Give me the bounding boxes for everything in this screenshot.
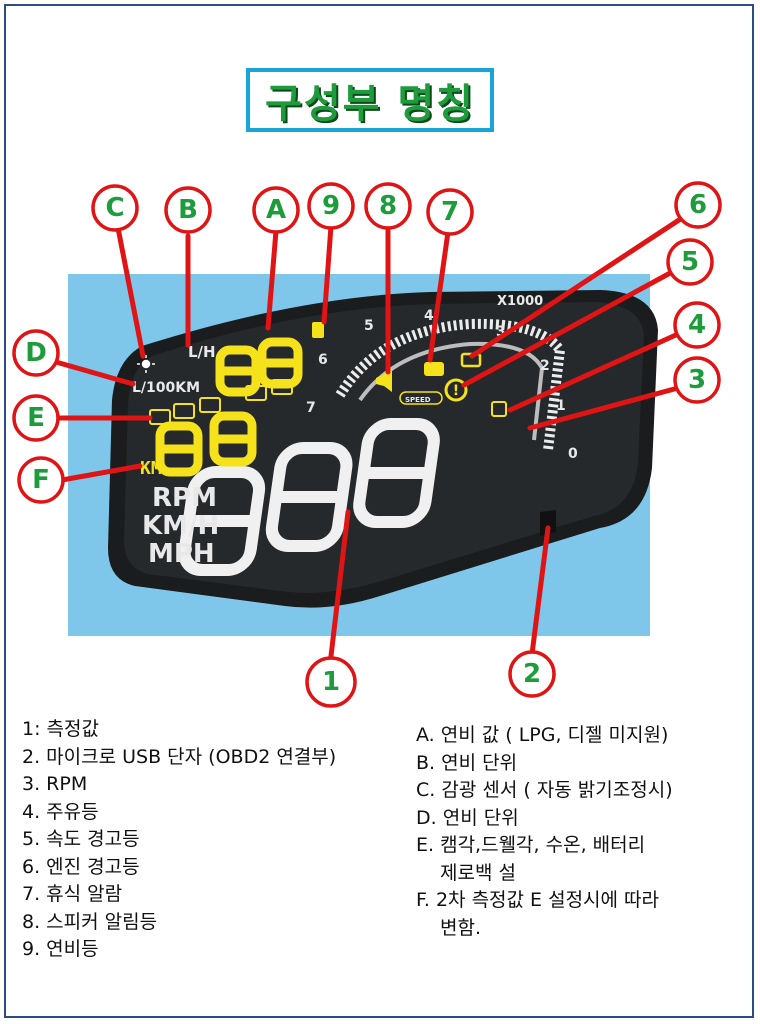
page-frame	[4, 4, 754, 1018]
rpm-tick-3: 3	[496, 324, 506, 340]
legend-item-E: E. 캠각,드웰각, 수온, 배터리	[416, 834, 646, 856]
svg-text:7: 7	[441, 197, 459, 227]
unit-mph: MPH	[148, 539, 215, 569]
unit-kmh: KM/H	[142, 511, 219, 541]
callout-7: 7	[426, 188, 474, 236]
unit-rpm: RPM	[152, 483, 217, 513]
rpm-tick-6: 6	[318, 352, 328, 368]
callout-3: 3	[673, 356, 721, 404]
legend-item-B: B. 연비 단위	[416, 751, 518, 774]
rpm-tick-0: 0	[568, 446, 578, 462]
legend-item-9: 9. 연비등	[22, 938, 99, 960]
speed-label: SPEED	[405, 396, 431, 404]
rpm-tick-2: 2	[540, 358, 550, 374]
svg-text:8: 8	[379, 191, 397, 221]
unit-km: KM	[140, 458, 162, 479]
callout-F: F	[17, 456, 65, 504]
svg-text:5: 5	[681, 247, 699, 277]
legend-item-4: 4. 주유등	[22, 800, 99, 823]
rpm-tick-1: 1	[556, 398, 566, 414]
callout-1: 1	[305, 656, 357, 708]
svg-text:A: A	[266, 195, 286, 225]
legend-item-A: A. 연비 값 ( LPG, 디젤 미지원)	[416, 724, 669, 746]
x1000-label: X1000	[497, 294, 543, 309]
legend-item-5: 5. 속도 경고등	[22, 828, 140, 850]
callout-9: 9	[307, 182, 355, 230]
legend-item-F: F. 2차 측정값 E 설정시에 따라	[416, 889, 660, 911]
fuel-digits-yellow	[155, 337, 303, 477]
callout-E: E	[12, 394, 60, 442]
temp-icon	[199, 397, 221, 413]
svg-text:9: 9	[322, 191, 340, 221]
legend-item-E-continued: 제로백 설	[440, 861, 516, 884]
sun-icon	[137, 355, 155, 373]
unit-l-per-100km: L/100KM	[132, 380, 200, 396]
callout-A: A	[252, 186, 300, 234]
svg-text:D: D	[25, 338, 47, 368]
callout-2: 2	[508, 650, 556, 698]
battery-icon	[245, 385, 267, 401]
hud-connector	[540, 510, 556, 536]
svg-text:3: 3	[688, 365, 706, 395]
legend-numbered: 1: 측정값 2. 마이크로 USB 단자 (OBD2 연결부) 3. RPM …	[22, 716, 412, 964]
legend-item-2: 2. 마이크로 USB 단자 (OBD2 연결부)	[22, 745, 337, 768]
callout-B: B	[164, 186, 212, 234]
legend-item-F-continued: 변함.	[440, 916, 481, 939]
svg-text:E: E	[27, 403, 45, 433]
svg-text:4: 4	[688, 310, 706, 340]
dwell-icon	[173, 403, 195, 419]
gas-station-icon	[491, 401, 507, 417]
svg-text:1: 1	[322, 667, 340, 697]
callout-D: D	[12, 329, 60, 377]
legend-lettered: A. 연비 값 ( LPG, 디젤 미지원) B. 연비 단위 C. 감광 센서…	[416, 722, 756, 942]
svg-text:2: 2	[523, 659, 541, 689]
status-icon-row	[149, 379, 293, 425]
page-title: 구성부 명칭	[265, 81, 475, 127]
svg-text:F: F	[32, 465, 50, 495]
speed-warning-icon: !	[399, 378, 468, 405]
fuel-pump-icon	[312, 322, 324, 338]
speed-digits-white	[178, 418, 440, 576]
title-box: 구성부 명칭	[246, 68, 494, 132]
callout-8: 8	[364, 182, 412, 230]
rpm-tick-5: 5	[364, 318, 374, 334]
legend-item-C: C. 감광 센서 ( 자동 밝기조정시)	[416, 779, 673, 801]
rpm-tick-7: 7	[306, 400, 316, 416]
callout-5: 5	[666, 238, 714, 286]
zero-to-hundred-icon	[271, 379, 293, 395]
coffee-cup-icon	[424, 362, 444, 376]
callout-4: 4	[673, 301, 721, 349]
legend-item-D: D. 연비 단위	[416, 806, 519, 829]
legend-item-1: 1: 측정값	[22, 718, 99, 740]
svg-text:6: 6	[689, 190, 707, 220]
callout-C: C	[91, 184, 139, 232]
svg-text:!: !	[453, 383, 459, 399]
svg-text:B: B	[178, 195, 198, 225]
legend-item-7: 7. 휴식 알람	[22, 883, 123, 905]
rpm-tick-4: 4	[424, 308, 434, 324]
callout-6: 6	[674, 181, 722, 229]
legend-item-3: 3. RPM	[22, 773, 88, 795]
leader-lines	[53, 215, 685, 659]
legend-item-8: 8. 스피커 알림등	[22, 910, 158, 933]
legend-item-6: 6. 엔진 경고등	[22, 855, 140, 878]
svg-text:C: C	[105, 193, 124, 223]
unit-l-per-h: L/H	[188, 343, 216, 361]
